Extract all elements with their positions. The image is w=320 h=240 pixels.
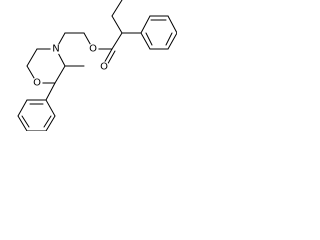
phenyl-bond-5 bbox=[17, 99, 28, 117]
right-phenyl-ring bbox=[121, 15, 177, 50]
lower-phenyl-ring bbox=[17, 82, 56, 131]
atom-o-ring-label: O bbox=[33, 78, 41, 89]
atom-o-carbonyl: O bbox=[98, 61, 110, 73]
phenyl-bond-1 bbox=[45, 99, 56, 117]
atom-o-ring: O bbox=[31, 77, 43, 89]
atom-n: N bbox=[50, 43, 62, 55]
ethyl-linker bbox=[55, 32, 94, 50]
atom-o-carbonyl-label: O bbox=[100, 62, 108, 73]
atom-n-label: N bbox=[52, 44, 59, 55]
phenyl-bond-4 bbox=[17, 115, 28, 131]
phenyl-inner-2 bbox=[165, 32, 173, 46]
bond-alpha-ch2 bbox=[111, 15, 123, 34]
bond-c6-c5 bbox=[26, 48, 38, 67]
chemical-structure: N O O O bbox=[17, 0, 177, 131]
phenyl-inner-3 bbox=[21, 115, 30, 128]
phenyl-inner-3 bbox=[145, 32, 153, 46]
phenyl-inner-2 bbox=[43, 115, 52, 128]
bond-ch2-ch3 bbox=[111, 0, 123, 17]
bond-carbonyl-alpha bbox=[111, 32, 123, 50]
bond-c2-phenyl bbox=[45, 82, 56, 101]
phenyl-bond-4 bbox=[167, 32, 177, 50]
bond-c3-c2 bbox=[54, 65, 66, 84]
alpha-ethyl-branch bbox=[111, 0, 123, 34]
phenyl-bond-1 bbox=[140, 15, 151, 34]
phenyl-bond-2 bbox=[45, 115, 56, 131]
phenyl-bond-6 bbox=[140, 32, 151, 50]
atom-o-ester-label: O bbox=[89, 44, 97, 55]
atom-o-ester: O bbox=[87, 43, 99, 55]
phenyl-bond-3 bbox=[167, 15, 177, 34]
